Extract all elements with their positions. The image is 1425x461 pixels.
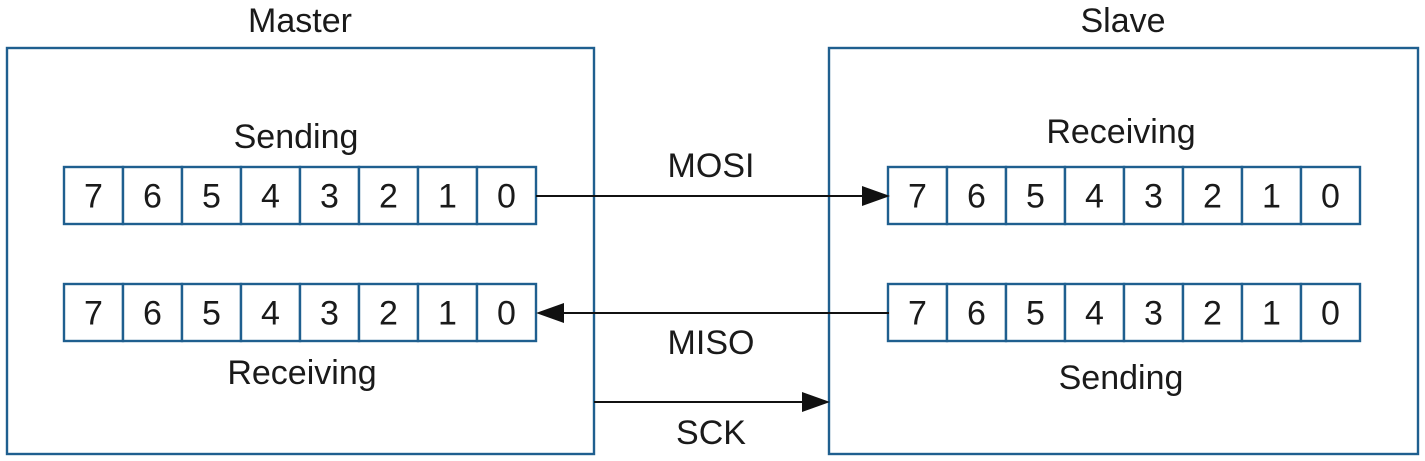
bit-label: 4 (1085, 295, 1104, 333)
bit-cell (298, 282, 361, 343)
bit-label: 4 (1085, 178, 1104, 216)
bit-cell (298, 165, 361, 226)
bit-cell (62, 165, 125, 226)
bit-cell (1299, 165, 1362, 226)
bit-label: 5 (1026, 178, 1045, 216)
bit-label: 0 (497, 178, 516, 216)
bit-cell (475, 282, 538, 343)
miso-connection: MISO (536, 303, 889, 362)
sck-arrowhead (802, 392, 830, 412)
master-block: Master Sending 7 6 5 4 3 2 1 0 7 6 5 4 3 2 1 0 Receivi… (5, 2, 596, 456)
bit-cell (121, 165, 184, 226)
bit-label: 3 (320, 295, 339, 333)
bit-label: 3 (320, 178, 339, 216)
bit-label: 3 (1144, 178, 1163, 216)
bit-cell (886, 165, 949, 226)
bit-cell (1122, 165, 1185, 226)
bit-label: 7 (84, 295, 103, 333)
bit-cell (1122, 282, 1185, 343)
bit-cell (1181, 165, 1244, 226)
slave-title: Slave (1080, 2, 1165, 40)
bit-label: 7 (908, 178, 927, 216)
bit-cell (1004, 165, 1067, 226)
bit-label: 4 (261, 178, 280, 216)
slave-receiving-label: Receiving (1046, 113, 1195, 151)
bit-cell (945, 165, 1008, 226)
bit-cell (1240, 282, 1303, 343)
bit-label: 1 (1262, 295, 1281, 333)
bit-label: 0 (1321, 295, 1340, 333)
bit-cell (239, 282, 302, 343)
bit-label: 6 (143, 178, 162, 216)
bit-label: 2 (1203, 295, 1222, 333)
bit-label: 4 (261, 295, 280, 333)
bit-label: 0 (497, 295, 516, 333)
bit-label: 6 (967, 178, 986, 216)
bit-label: 5 (202, 295, 221, 333)
bit-cell (357, 282, 420, 343)
bit-label: 7 (908, 295, 927, 333)
master-box (5, 46, 596, 456)
bit-cell (1299, 282, 1362, 343)
mosi-arrowhead (862, 186, 890, 206)
master-title: Master (248, 2, 352, 40)
bit-label: 1 (438, 295, 457, 333)
bit-label: 2 (379, 178, 398, 216)
slave-receive-register: 7 6 5 4 3 2 1 0 (886, 165, 1362, 226)
bit-label: 0 (1321, 178, 1340, 216)
bit-cell (1063, 165, 1126, 226)
slave-box (827, 46, 1420, 456)
bit-label: 6 (143, 295, 162, 333)
bit-cell (62, 282, 125, 343)
bit-cell (475, 165, 538, 226)
slave-send-register: 7 6 5 4 3 2 1 0 (886, 282, 1362, 343)
bit-label: 2 (1203, 178, 1222, 216)
bit-cell (945, 282, 1008, 343)
master-send-register: 7 6 5 4 3 2 1 0 (62, 165, 538, 226)
bit-cell (1181, 282, 1244, 343)
mosi-label: MOSI (668, 147, 755, 185)
bit-cell (121, 282, 184, 343)
miso-arrowhead (536, 303, 564, 323)
bit-label: 2 (379, 295, 398, 333)
bit-label: 3 (1144, 295, 1163, 333)
bit-cell (416, 165, 479, 226)
bit-label: 7 (84, 178, 103, 216)
slave-sending-label: Sending (1059, 359, 1184, 397)
slave-block: Slave Receiving 7 6 5 4 3 2 1 0 7 6 5 4 3 2 1 0 Sendin… (827, 2, 1420, 456)
bit-cell (357, 165, 420, 226)
bit-cell (180, 165, 243, 226)
bit-cell (1063, 282, 1126, 343)
bit-label: 6 (967, 295, 986, 333)
master-receive-register: 7 6 5 4 3 2 1 0 (62, 282, 538, 343)
master-receiving-label: Receiving (227, 354, 376, 392)
bit-cell (1004, 282, 1067, 343)
miso-label: MISO (668, 324, 755, 362)
bit-label: 5 (1026, 295, 1045, 333)
master-sending-label: Sending (234, 118, 359, 156)
bit-label: 1 (1262, 178, 1281, 216)
sck-connection: SCK (594, 392, 830, 452)
mosi-connection: MOSI (536, 147, 890, 206)
bit-label: 5 (202, 178, 221, 216)
sck-label: SCK (676, 414, 746, 452)
bit-label: 1 (438, 178, 457, 216)
